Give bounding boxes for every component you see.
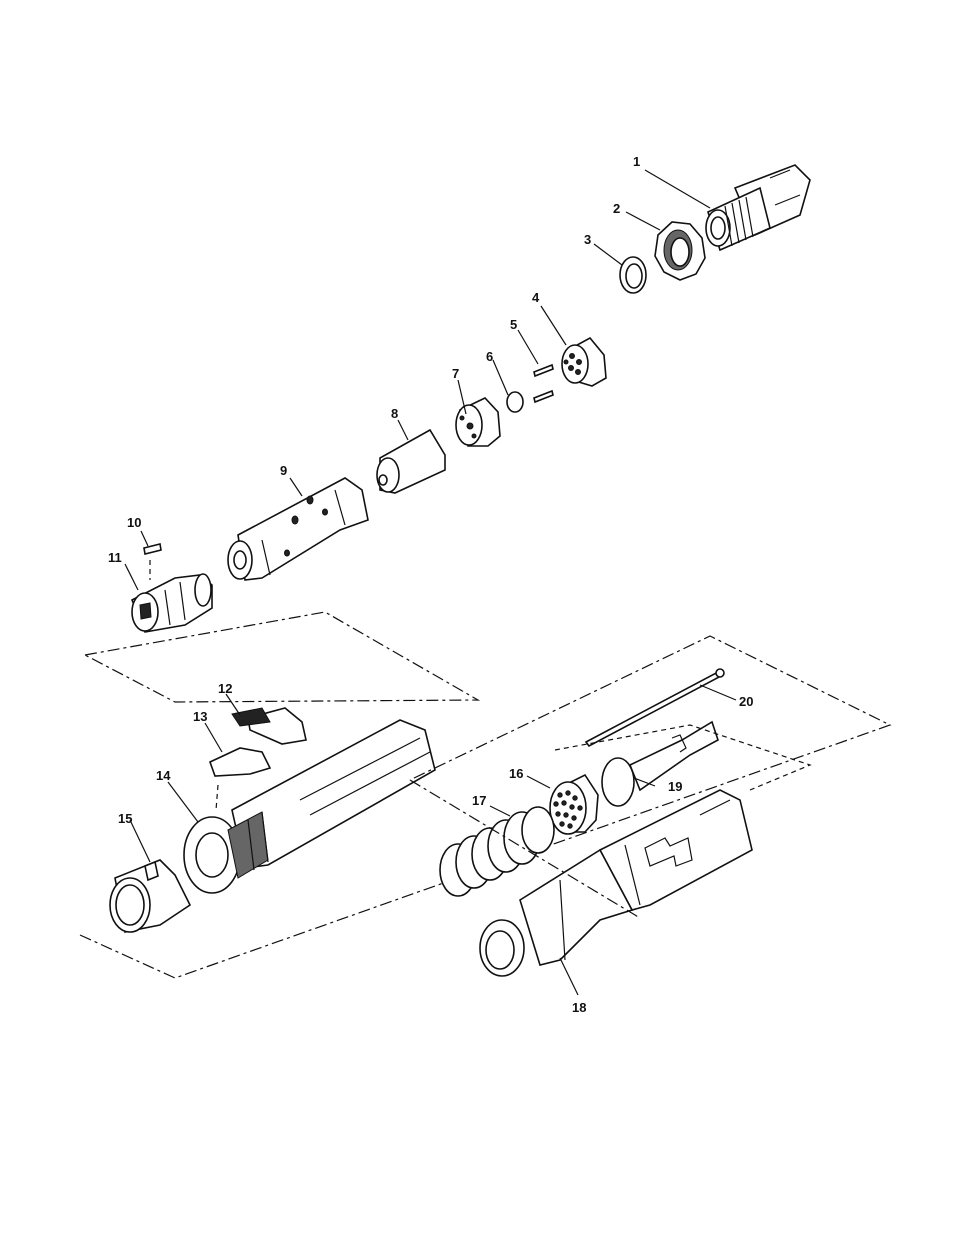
part-15-socket-retainer [110, 860, 190, 932]
callout-4: 4 [532, 290, 540, 305]
callout-10: 10 [127, 515, 141, 530]
part-12-anvil-block [232, 708, 306, 744]
part-19-throttle-valve [602, 722, 718, 806]
callout-12: 12 [218, 681, 232, 696]
callout-19: 19 [668, 779, 682, 794]
part-6-o-ring [507, 392, 523, 412]
part-13-anvil-block [210, 748, 270, 776]
callout-14: 14 [156, 768, 171, 783]
part-4-valve-plate [562, 338, 606, 386]
callout-7: 7 [452, 366, 459, 381]
callout-9: 9 [280, 463, 287, 478]
callout-6: 6 [486, 349, 493, 364]
part-11-drive-assembly [132, 574, 212, 632]
part-9-cylinder-housing [228, 478, 368, 580]
part-8-cylinder-sleeve [377, 430, 445, 493]
part-14-housing-tube [184, 720, 435, 893]
callout-8: 8 [391, 406, 398, 421]
callout-1: 1 [633, 154, 640, 169]
part-17-spring [440, 807, 554, 896]
callout-20: 20 [739, 694, 753, 709]
callout-15: 15 [118, 811, 132, 826]
callout-18: 18 [572, 1000, 586, 1015]
part-16-muffler-plate [550, 775, 598, 834]
callout-3: 3 [584, 232, 591, 247]
part-5-pins [534, 365, 553, 402]
part-2-hex-nut [655, 222, 705, 280]
callout-13: 13 [193, 709, 207, 724]
callout-17: 17 [472, 793, 486, 808]
callout-11: 11 [108, 550, 122, 565]
part-1-inlet-body [706, 165, 810, 250]
part-3-washer [620, 257, 646, 293]
callout-16: 16 [509, 766, 523, 781]
callout-2: 2 [613, 201, 620, 216]
part-10-key [144, 544, 161, 554]
callout-5: 5 [510, 317, 517, 332]
part-7-rotor-disc [456, 398, 500, 446]
